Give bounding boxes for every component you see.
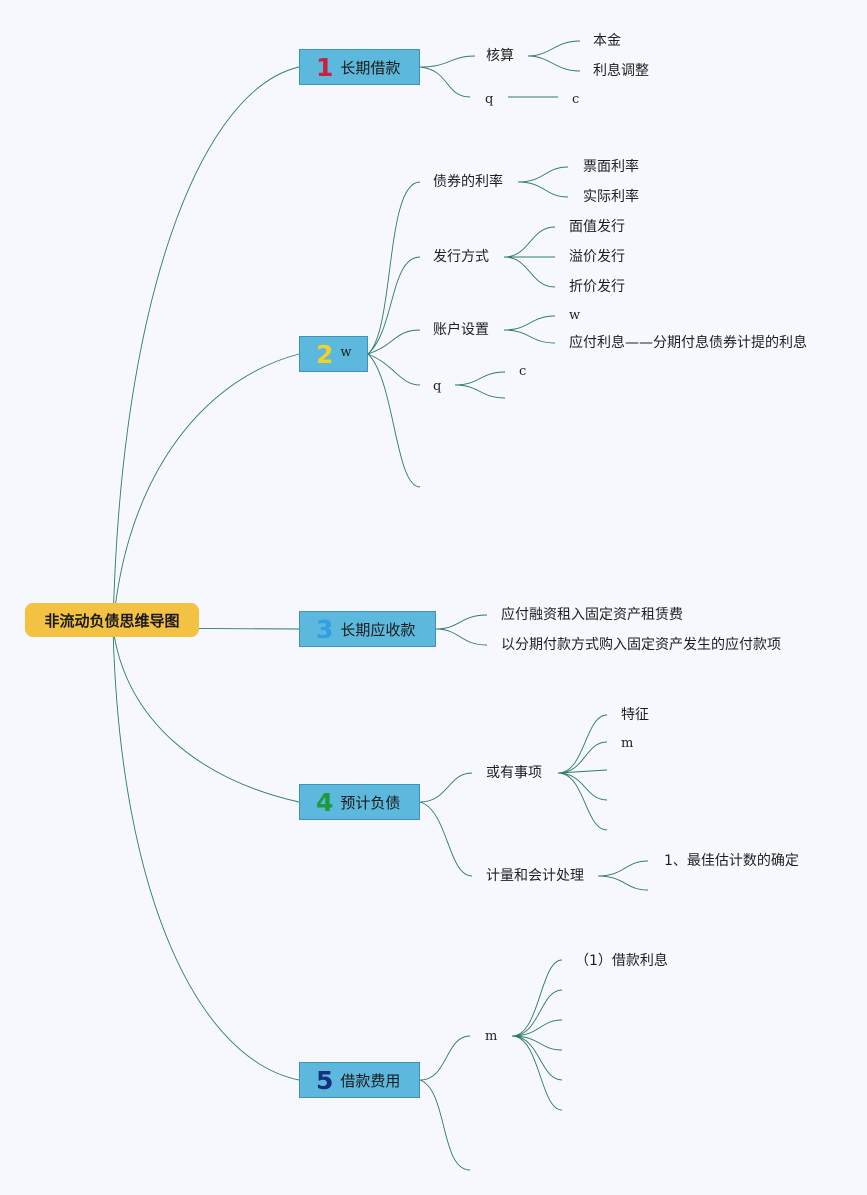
link-b3-1 — [435, 614, 488, 630]
link-hesuan-lixi — [527, 55, 581, 72]
link-cont-2 — [557, 741, 608, 774]
node-b1-c[interactable]: c — [572, 92, 580, 107]
link-issue-1 — [503, 226, 556, 258]
link-b1-q — [419, 66, 471, 98]
link-q2-1 — [454, 371, 506, 386]
number-1-icon: 1 — [316, 52, 334, 82]
link-cont-4 — [557, 772, 608, 801]
root-topic[interactable]: 非流动负债思维导图 — [25, 603, 199, 637]
node-account[interactable]: 账户设置 — [433, 322, 489, 338]
link-account-1 — [503, 315, 556, 331]
branch-5-topic[interactable]: 5 借款费用 — [299, 1062, 420, 1098]
node-b4-m[interactable]: m — [621, 736, 634, 751]
link-m-6 — [511, 1035, 563, 1111]
link-root-b4 — [112, 627, 300, 803]
node-b1-q[interactable]: q — [485, 92, 494, 107]
node-b5-m[interactable]: m — [485, 1029, 498, 1044]
link-b2-blank — [367, 353, 421, 488]
link-issue-3 — [503, 256, 556, 288]
node-hesuan[interactable]: 核算 — [486, 48, 514, 64]
node-issue[interactable]: 发行方式 — [433, 249, 489, 265]
link-cont-5 — [557, 772, 608, 831]
link-root-b2 — [112, 353, 300, 629]
link-b4-measure — [419, 801, 473, 877]
root-topic-label: 非流动负债思维导图 — [44, 611, 180, 630]
link-b2-account — [367, 329, 421, 355]
node-jiekuanlixi[interactable]: （1）借款利息 — [575, 953, 668, 969]
link-rate-1 — [517, 166, 569, 183]
branch-2-topic[interactable]: 2 w — [299, 336, 368, 372]
node-account-w[interactable]: w — [569, 308, 581, 323]
link-account-2 — [503, 329, 556, 344]
link-root-b1 — [112, 66, 300, 629]
node-mianzhi[interactable]: 面值发行 — [569, 219, 625, 235]
number-5-icon: 5 — [316, 1065, 334, 1095]
node-yingfulixi[interactable]: 应付利息——分期付息债券计提的利息 — [569, 335, 807, 351]
link-measure-2 — [597, 875, 649, 891]
link-b5-blank — [419, 1079, 471, 1171]
link-b2-issue — [367, 256, 421, 355]
link-cont-1 — [557, 714, 608, 774]
node-yijia[interactable]: 溢价发行 — [569, 249, 625, 265]
link-b5-m — [419, 1035, 471, 1081]
link-m-3 — [511, 1019, 563, 1037]
node-shiji[interactable]: 实际利率 — [583, 189, 639, 205]
link-b4-contingency — [419, 772, 473, 803]
link-b2-rate — [367, 181, 421, 355]
node-best-estimate[interactable]: 1、最佳估计数的确定 — [664, 853, 799, 869]
node-zhejia[interactable]: 折价发行 — [569, 279, 625, 295]
number-4-icon: 4 — [316, 787, 334, 817]
link-m-1 — [511, 959, 563, 1037]
link-b3-2 — [435, 628, 488, 646]
node-piaomian[interactable]: 票面利率 — [583, 159, 639, 175]
link-q2-2 — [454, 384, 506, 399]
branch-3-topic[interactable]: 3 长期应收款 — [299, 611, 436, 647]
link-b2-q — [367, 353, 421, 386]
node-fenqi[interactable]: 以分期付款方式购入固定资产发生的应付款项 — [501, 637, 781, 653]
link-m-2 — [511, 989, 563, 1037]
node-contingency[interactable]: 或有事项 — [486, 765, 542, 781]
node-b2-c[interactable]: c — [519, 364, 527, 379]
number-2-icon: 2 — [316, 339, 334, 369]
branch-5-label: 借款费用 — [340, 1071, 401, 1090]
branch-2-label: w — [340, 344, 352, 360]
link-rate-2 — [517, 181, 569, 198]
link-cont-3 — [557, 769, 608, 774]
branch-4-topic[interactable]: 4 预计负债 — [299, 784, 420, 820]
node-lixitiaozheng[interactable]: 利息调整 — [593, 63, 649, 79]
link-hesuan-benjin — [527, 40, 581, 57]
node-tezheng[interactable]: 特征 — [621, 707, 649, 723]
link-root-b5 — [112, 627, 300, 1081]
node-rongzi[interactable]: 应付融资租入固定资产租赁费 — [501, 607, 683, 623]
node-b2-q[interactable]: q — [433, 379, 442, 394]
number-3-icon: 3 — [316, 614, 334, 644]
branch-1-label: 长期借款 — [340, 58, 401, 77]
branch-3-label: 长期应收款 — [340, 620, 416, 639]
link-measure-1 — [597, 860, 649, 877]
node-benjin[interactable]: 本金 — [593, 33, 621, 49]
link-m-5 — [511, 1035, 563, 1081]
branch-4-label: 预计负债 — [340, 793, 401, 812]
node-rate[interactable]: 债券的利率 — [433, 174, 503, 190]
node-measure[interactable]: 计量和会计处理 — [486, 868, 584, 884]
link-b1-hesuan — [419, 55, 476, 68]
branch-1-topic[interactable]: 1 长期借款 — [299, 49, 420, 85]
